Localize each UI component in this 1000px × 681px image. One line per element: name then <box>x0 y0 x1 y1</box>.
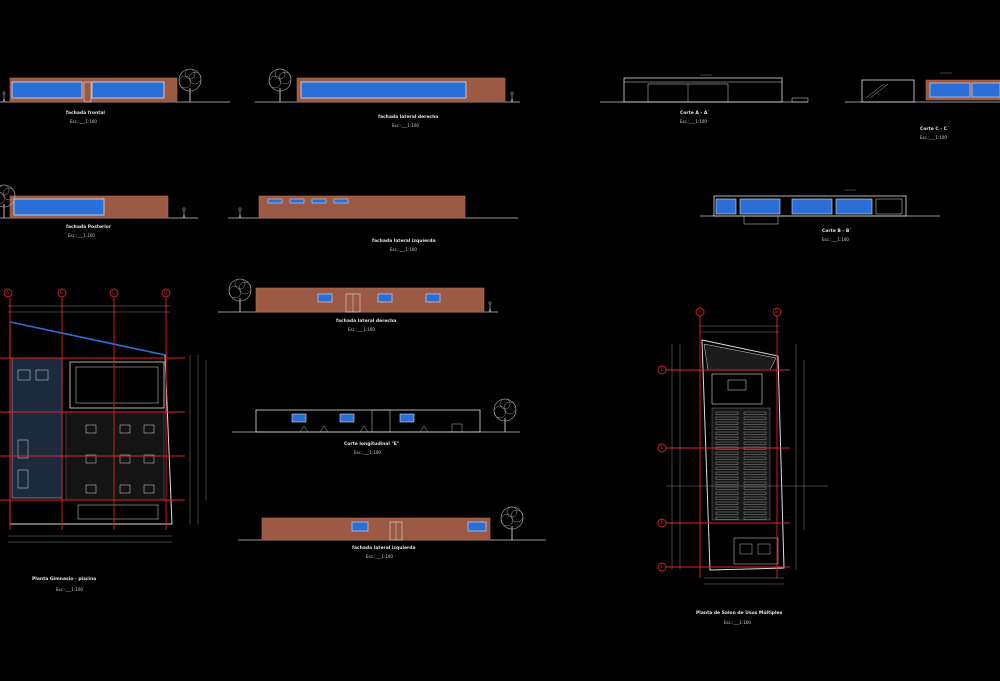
seat-row <box>715 431 739 435</box>
scale-elevation-front: Esc.:___1:100 <box>70 119 97 124</box>
seat-row <box>743 486 767 490</box>
label-section-cc: Corte C - C´ <box>920 127 950 132</box>
label-section-aa: Corte A - A´ <box>680 111 710 116</box>
seat-row <box>715 441 739 445</box>
seat-row <box>743 411 767 415</box>
scale-elevation-left-bottom: Esc.:___1:100 <box>366 554 393 559</box>
label-section-longitudinal: Corte longitudinal "E" <box>344 442 400 447</box>
plan-multipurpose-hall <box>657 307 828 585</box>
axis-label-hall-4: 4 <box>660 564 663 569</box>
seat-row <box>743 476 767 480</box>
label-elevation-left-bottom: fachada lateral izquierda <box>352 546 416 551</box>
seat-row <box>743 496 767 500</box>
seat-row <box>715 481 739 485</box>
seat-row <box>743 491 767 495</box>
scale-elevation-right-top: Esc.:___1:100 <box>392 123 419 128</box>
seat-row <box>743 456 767 460</box>
seat-row <box>715 476 739 480</box>
axis-label-hall-1: 1 <box>660 367 663 372</box>
plan-gym-pool <box>0 288 207 543</box>
scale-section-longitudinal: Esc.:___1:100 <box>354 450 381 455</box>
seat-row <box>743 436 767 440</box>
axis-label-hall-2: 2 <box>660 445 663 450</box>
seat-row <box>715 516 739 520</box>
seat-row <box>743 516 767 520</box>
axis-label-gym-a: A <box>6 290 9 295</box>
seat-row <box>743 416 767 420</box>
seat-row <box>743 506 767 510</box>
seat-row <box>743 461 767 465</box>
seat-row <box>715 486 739 490</box>
scale-section-cc: Esc.:___1:100 <box>920 135 947 140</box>
seat-row <box>715 506 739 510</box>
elevation-right-top <box>255 68 520 103</box>
seat-row <box>743 451 767 455</box>
seat-row <box>743 481 767 485</box>
axis-label-hall-a: A <box>698 309 701 314</box>
axis-label-gym-b: B <box>60 290 63 295</box>
seat-row <box>715 496 739 500</box>
section-cc <box>845 72 1000 103</box>
seat-row <box>743 466 767 470</box>
seat-row <box>715 416 739 420</box>
label-section-bb: Corte B - B´ <box>822 229 852 234</box>
section-aa <box>600 74 809 103</box>
seat-row <box>715 461 739 465</box>
seat-row <box>743 501 767 505</box>
axis-label-gym-d: D <box>164 290 168 295</box>
elevation-left-mid <box>228 195 518 219</box>
elevation-front <box>0 68 230 103</box>
seat-row <box>743 511 767 515</box>
seat-row <box>715 421 739 425</box>
axis-label-gym-c: C <box>112 290 115 295</box>
seat-row <box>715 411 739 415</box>
seat-row <box>715 451 739 455</box>
seat-row <box>743 431 767 435</box>
seat-row <box>715 511 739 515</box>
scale-plan-gym: Esc.:___1:100 <box>56 587 83 592</box>
scale-section-aa: Esc.:___1:100 <box>680 119 707 124</box>
label-plan-gym: Planta Gimnasio - piscina <box>32 577 97 582</box>
seat-row <box>715 456 739 460</box>
seat-row <box>715 491 739 495</box>
label-elevation-rear: fachada Posterior <box>66 225 112 230</box>
label-elevation-left-mid: fachada lateral izquierda <box>372 239 436 244</box>
seat-row <box>715 471 739 475</box>
section-bb <box>700 189 940 225</box>
section-longitudinal <box>232 398 520 433</box>
scale-plan-hall: Esc.:___1:100 <box>724 620 751 625</box>
seat-row <box>743 426 767 430</box>
seat-row <box>715 436 739 440</box>
seat-row <box>715 501 739 505</box>
elevation-right-mid <box>218 278 498 313</box>
elevation-rear <box>0 184 198 219</box>
seat-row <box>743 441 767 445</box>
scale-elevation-left-mid: Esc.:___1:100 <box>390 247 417 252</box>
axis-label-hall-b: B <box>775 309 778 314</box>
label-elevation-right-mid: fachada lateral derecha <box>336 319 397 324</box>
seat-row <box>715 426 739 430</box>
scale-section-bb: Esc.:___1:100 <box>822 237 849 242</box>
scale-elevation-right-mid: Esc.:___1:100 <box>348 327 375 332</box>
scale-elevation-rear: Esc.:___1:100 <box>68 233 95 238</box>
label-elevation-right-top: fachada lateral derecha <box>378 115 439 120</box>
elevation-left-bottom <box>238 506 546 541</box>
seat-row <box>743 421 767 425</box>
seat-row <box>715 466 739 470</box>
axis-label-hall-3: 3 <box>660 520 663 525</box>
label-plan-hall: Planta de Salon de Usos Múltiples <box>696 611 783 616</box>
label-elevation-front: fachada frontal <box>66 111 105 116</box>
seat-row <box>743 471 767 475</box>
